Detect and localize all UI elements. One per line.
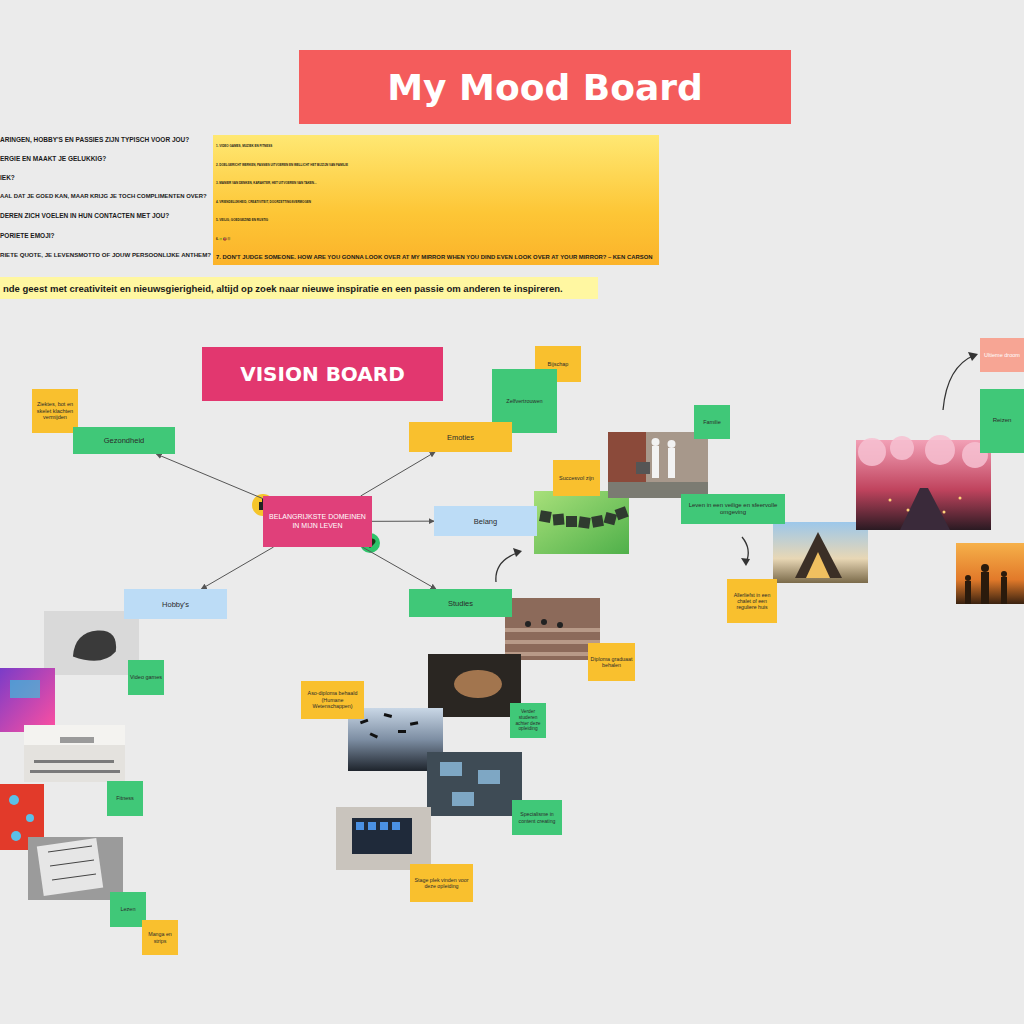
sticky-note: Lezen <box>110 892 146 927</box>
sticky-note: Reizen <box>980 389 1024 453</box>
answer-line: 6. 🐸👹😈 <box>216 230 656 249</box>
sticky-note: Ziektes, bot en skelet klachten vermijde… <box>32 389 78 433</box>
connector-arrow <box>362 547 436 589</box>
domain-box: Studies <box>409 589 512 617</box>
question-text: PORIETE EMOJI? <box>0 232 55 239</box>
note-text: Specialisme in content creating <box>514 811 560 823</box>
note-text: Manga en strips <box>144 931 176 944</box>
answer-line: 2. DOELGERICHT WERKEN, PASSIES UITVOEREN… <box>216 156 656 175</box>
title-text: My Mood Board <box>387 67 702 108</box>
answer-line: 3. MANIER VAN DENKEN, KARAKTER, HET UITV… <box>216 174 656 193</box>
sticky-note: Stage plek vinden voor deze opleiding <box>410 864 473 902</box>
note-text: Familie <box>703 419 721 426</box>
note-text: Zelfvertrouwen <box>506 398 542 405</box>
sticky-note: Fitness <box>107 781 143 816</box>
note-text: Video games <box>130 674 162 681</box>
note-text: Aso-diploma behaald (Humane Wetenschappe… <box>303 690 362 709</box>
note-text: Emoties <box>447 433 474 442</box>
note-text: Fitness <box>116 795 134 802</box>
sticky-note: Verder studeren achter deze opleiding <box>510 703 546 738</box>
question-text: DEREN ZICH VOELEN IN HUN CONTACTEN MET J… <box>0 212 169 219</box>
sticky-note: Familie <box>694 405 730 439</box>
note-text: Leven in een veilige en sfeervolle omgev… <box>683 502 783 516</box>
note-text: Ziektes, bot en skelet klachten vermijde… <box>34 401 76 421</box>
note-text: Succesvol zijn <box>559 475 594 482</box>
domain-box: Belang <box>434 506 537 536</box>
note-text: Allerliefst in een chalet of een regulie… <box>729 592 775 611</box>
note-text: Diploma graduaat behalen <box>590 656 633 669</box>
sticky-note: Manga en strips <box>142 920 178 955</box>
note-text: Belang <box>474 517 497 526</box>
connector-arrow <box>201 547 273 589</box>
motto-strip: nde geest met creativiteit en nieuwsgier… <box>0 277 598 299</box>
title-banner: My Mood Board <box>299 50 791 124</box>
question-text: AAL DAT JE GOED KAN, MAAR KRIJG JE TOCH … <box>0 193 207 199</box>
connector-arrow <box>156 454 263 499</box>
motto-text: nde geest met creativiteit en nieuwsgier… <box>3 283 563 294</box>
note-text: Ultieme droom <box>984 352 1020 359</box>
domain-box: Emoties <box>409 422 512 452</box>
sticky-note: Video games <box>128 660 164 695</box>
question-text: ARINGEN, HOBBY'S EN PASSIES ZIJN TYPISCH… <box>0 136 189 143</box>
note-text: Stage plek vinden voor deze opleiding <box>412 877 471 890</box>
note-text: Verder studeren achter deze opleiding <box>512 709 544 732</box>
sticky-note: Succesvol zijn <box>553 460 600 496</box>
note-text: Reizen <box>993 417 1012 424</box>
domain-box: Hobby's <box>124 589 227 619</box>
central-topic: BELANGRIJKSTE DOMEINEN IN MIJN LEVEN <box>263 496 372 547</box>
answer-line: 5. VEILIG, GOEDGEZIND EN RUSTIG <box>216 211 656 230</box>
goal-box: Leven in een veilige en sfeervolle omgev… <box>681 494 785 524</box>
question-text: RIETE QUOTE, JE LEVENSMOTTO OF JOUW PERS… <box>0 251 211 258</box>
note-text: Gezondheid <box>104 436 144 445</box>
answer-line: 4. VRIENDELIJKHEID, CREATIVITEIT, DOORZE… <box>216 193 656 212</box>
note-text: BELANGRIJKSTE DOMEINEN IN MIJN LEVEN <box>265 513 370 530</box>
answers-panel: 1. VIDEO GAMES, MUZIEK EN FITNESS2. DOEL… <box>213 135 659 265</box>
sticky-note: Specialisme in content creating <box>512 800 562 835</box>
connector-arrow <box>361 452 435 496</box>
question-text: ERGIE EN MAAKT JE GELUKKIG? <box>0 155 106 162</box>
note-text: Studies <box>448 599 473 608</box>
sticky-note: Allerliefst in een chalet of een regulie… <box>727 579 777 623</box>
section-banner: VISION BOARD <box>202 347 443 401</box>
sticky-note: Aso-diploma behaald (Humane Wetenschappe… <box>301 681 364 719</box>
sticky-note: Diploma graduaat behalen <box>588 643 635 681</box>
sticky-note: Ultieme droom <box>980 338 1024 372</box>
note-text: Bijschap <box>548 361 569 368</box>
note-text: Hobby's <box>162 600 189 609</box>
note-text: Lezen <box>121 906 136 913</box>
connector-arrow <box>372 521 434 522</box>
domain-box: Gezondheid <box>73 427 175 454</box>
answer-line: 1. VIDEO GAMES, MUZIEK EN FITNESS <box>216 137 656 156</box>
note-text: VISION BOARD <box>240 362 405 386</box>
question-text: IEK? <box>0 174 15 181</box>
answer-line: 7. DON'T JUDGE SOMEONE. HOW ARE YOU GONN… <box>216 248 656 265</box>
